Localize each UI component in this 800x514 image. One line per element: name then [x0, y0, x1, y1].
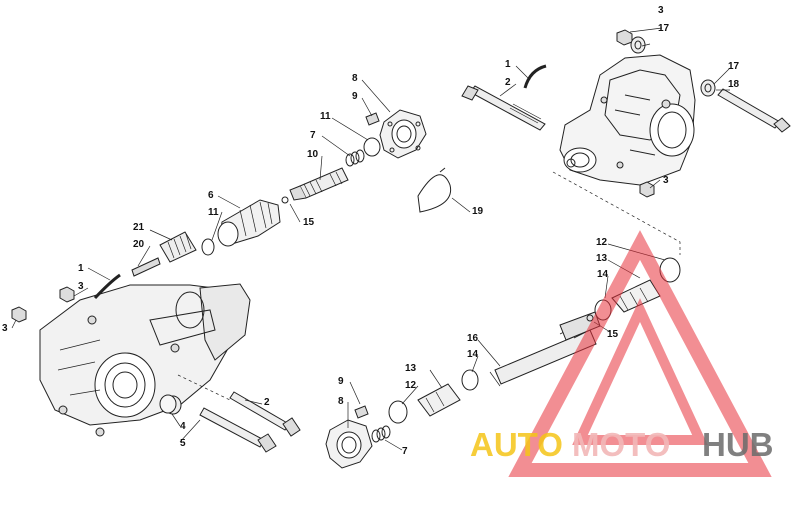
callout-11-upper: 11 [320, 111, 331, 122]
callout-8-upper: 8 [352, 73, 358, 84]
callout-1-front: 1 [78, 263, 84, 274]
callout-20: 20 [133, 239, 145, 250]
snap-ring-11-upper [363, 137, 381, 157]
callout-17-right: 17 [728, 61, 740, 72]
callout-3-left: 3 [2, 323, 8, 334]
leader-lines [11, 27, 731, 451]
bolt-9-upper [365, 112, 380, 126]
callout-21: 21 [133, 222, 145, 233]
callout-10: 10 [307, 149, 319, 160]
callout-9-lower: 9 [338, 376, 344, 387]
callout-11-mid: 11 [208, 207, 219, 218]
callout-2-lower: 2 [264, 397, 270, 408]
flange-8-lower [325, 419, 373, 469]
callout-14-upper: 14 [597, 269, 609, 280]
boot-13-lower [417, 383, 461, 417]
watermark-part-auto: AUTO [470, 426, 563, 463]
callout-7-upper: 7 [310, 130, 316, 141]
callout-13-lower: 13 [405, 363, 417, 374]
callout-19: 19 [472, 206, 484, 217]
watermark-triangle-logo [508, 230, 772, 477]
upper-through-bolt [461, 85, 546, 131]
boot-6 [217, 199, 281, 247]
ring-14-lower [461, 369, 479, 391]
front-gear-case [39, 283, 251, 437]
bolt-9-lower [354, 405, 369, 419]
watermark-part-moto: MOTO [572, 426, 671, 463]
automotohub-watermark: AUTO MOTO HUB [470, 427, 800, 467]
front-nut-3a [59, 286, 75, 303]
callout-12-lower: 12 [405, 380, 417, 391]
callout-13-upper: 13 [596, 253, 608, 264]
callout-18: 18 [728, 79, 740, 90]
upper-nut-and-washer [616, 29, 646, 54]
right-washer-and-bolt [700, 79, 791, 133]
callout-3-lower-right: 3 [663, 175, 669, 186]
lower-right-nut [639, 181, 655, 198]
spring-7-lower [371, 425, 391, 443]
callout-4: 4 [180, 421, 186, 432]
flange-8-upper [379, 109, 427, 159]
callout-16: 16 [467, 333, 479, 344]
ball-15-upper [281, 196, 289, 204]
callout-3-upper: 3 [658, 5, 664, 16]
snap-ring-11-mid [201, 238, 215, 256]
callout-15-upper: 15 [303, 217, 315, 228]
callout-6: 6 [208, 190, 214, 201]
callout-5: 5 [180, 438, 186, 449]
watermark-part-hub: HUB [702, 426, 774, 463]
ball-15-lower [586, 314, 594, 322]
clamp-12-lower [388, 400, 408, 424]
shaft-16 [489, 311, 601, 387]
upper-vent-hose [523, 64, 547, 89]
callout-8-lower: 8 [338, 396, 344, 407]
callout-15-lower: 15 [607, 329, 619, 340]
callout-14-lower: 14 [467, 349, 479, 360]
bolt-5 [199, 407, 277, 453]
rear-gear-case [559, 54, 696, 186]
callout-2-upper: 2 [505, 77, 511, 88]
bolt-2-lower [229, 391, 301, 437]
callout-1-upper: 1 [505, 59, 511, 70]
callout-3-front: 3 [78, 281, 84, 292]
shaft-10 [289, 167, 349, 201]
callout-12-upper: 12 [596, 237, 608, 248]
strap-19-clip [439, 167, 446, 173]
fitting-20 [131, 257, 161, 277]
callout-17-upper: 17 [658, 23, 670, 34]
boot-21 [159, 231, 197, 263]
callout-9-upper: 9 [352, 91, 358, 102]
callout-7-lower: 7 [402, 446, 408, 457]
front-nut-3b [11, 306, 27, 323]
front-vent-hose [93, 273, 121, 300]
spacer-4 [159, 394, 182, 415]
strap-19 [417, 174, 452, 213]
spring-7-upper [345, 149, 365, 167]
